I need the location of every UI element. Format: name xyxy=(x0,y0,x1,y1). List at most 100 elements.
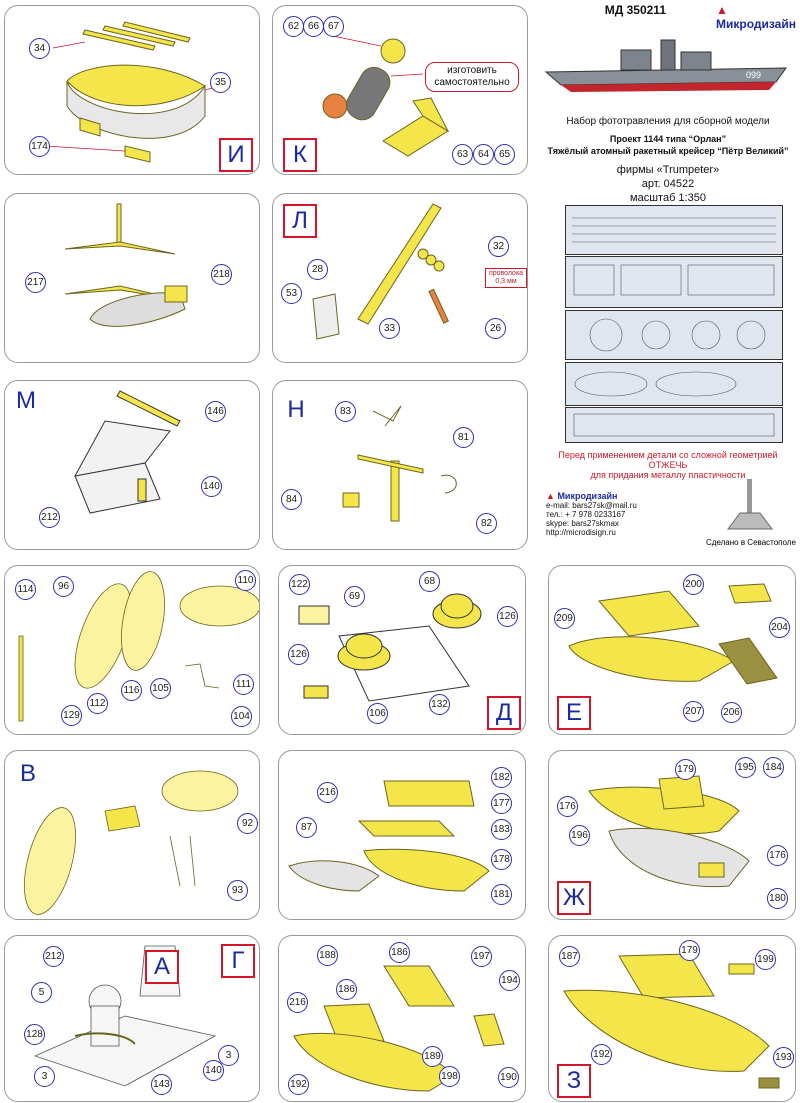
part-number: 206 xyxy=(721,702,742,723)
part-number: 81 xyxy=(453,427,474,448)
part-number: 93 xyxy=(227,880,248,901)
monument-icon xyxy=(727,479,773,530)
part-number: 68 xyxy=(419,571,440,592)
part-number: 84 xyxy=(281,489,302,510)
part-number: 33 xyxy=(379,318,400,339)
panel-zh: 179 195 184 176 196 176 180 Ж xyxy=(548,750,796,920)
part-number: 62 xyxy=(283,16,304,37)
section-letter: И xyxy=(219,138,253,172)
part-number: 216 xyxy=(317,782,338,803)
part-number: 195 xyxy=(735,757,756,778)
part-number: 196 xyxy=(569,825,590,846)
part-number: 197 xyxy=(471,946,492,967)
warning-line-1: Перед применением детали со сложной геом… xyxy=(558,450,778,460)
part-number: 3 xyxy=(34,1066,55,1087)
info-line-3: Тяжёлый атомный ракетный крейсер “Пётр В… xyxy=(547,146,789,156)
article: арт. 04522 xyxy=(641,178,695,190)
section-letter: Г xyxy=(221,944,255,978)
section-letter: М xyxy=(11,386,41,416)
part-number: 184 xyxy=(763,757,784,778)
section-letter: Л xyxy=(283,204,317,238)
part-number: 192 xyxy=(288,1074,309,1095)
etch-sheet-3 xyxy=(565,310,783,360)
part-number: 104 xyxy=(231,706,252,727)
lifeboat-illustration xyxy=(44,21,221,163)
panel-radar: 114 96 110 116 105 111 112 129 104 xyxy=(4,565,260,735)
made-in-label: Сделано в Севастополе xyxy=(706,538,796,547)
part-number: 180 xyxy=(767,888,788,909)
part-number: 132 xyxy=(429,694,450,715)
part-number: 87 xyxy=(296,817,317,838)
section-letter: Е xyxy=(557,696,591,730)
part-number: 178 xyxy=(491,849,512,870)
part-number: 67 xyxy=(323,16,344,37)
part-number: 66 xyxy=(303,16,324,37)
part-number: 216 xyxy=(287,992,308,1013)
part-number: 218 xyxy=(211,264,232,285)
panel-l: Л 28 32 53 33 26 проволока 0,3 мм xyxy=(272,193,528,363)
contacts-block: ▲ Микродизайн e-mail: bars27sk@mail.ru т… xyxy=(546,491,637,538)
part-number: 65 xyxy=(494,144,515,165)
brand-logo-icon: ▲ xyxy=(546,491,555,501)
contact-url[interactable]: http://microdisign.ru xyxy=(546,528,616,537)
part-number: 3 xyxy=(218,1045,239,1066)
part-number: 212 xyxy=(39,507,60,528)
panel-helicopter: 217 218 xyxy=(4,193,260,363)
part-number: 64 xyxy=(473,144,494,165)
contact-email[interactable]: e-mail: bars27sk@mail.ru xyxy=(546,501,637,510)
boat-final-illustration xyxy=(563,953,780,1089)
mast-illustration xyxy=(342,405,457,522)
make-yourself-note: изготовить самостоятельно xyxy=(425,62,519,92)
panel-i: 34 35 174 И xyxy=(4,5,260,175)
panel-k: 62 66 67 изготовить самостоятельно 63 64… xyxy=(272,5,528,175)
section-letter: Н xyxy=(281,395,311,425)
part-number: 182 xyxy=(491,767,512,788)
ship-illustration: 099 xyxy=(544,39,787,92)
part-number: 176 xyxy=(767,845,788,866)
part-number: 179 xyxy=(679,940,700,961)
info-line-2: Проект 1144 типа “Орлан” xyxy=(609,134,727,144)
part-number: 83 xyxy=(335,401,356,422)
part-number: 207 xyxy=(683,701,704,722)
part-number: 146 xyxy=(205,401,226,422)
etch-sheet-5 xyxy=(565,407,783,443)
part-number: 32 xyxy=(488,236,509,257)
part-number: 112 xyxy=(87,693,108,714)
crane-illustration xyxy=(312,203,449,340)
part-number: 200 xyxy=(683,574,704,595)
part-number: 5 xyxy=(31,982,52,1003)
section-letter: З xyxy=(557,1064,591,1098)
part-number: 26 xyxy=(485,318,506,339)
part-number: 110 xyxy=(235,570,256,591)
firm: фирмы «Trumpeter» xyxy=(616,164,720,176)
panel-v: В 92 93 xyxy=(4,750,260,920)
ship-number: 099 xyxy=(746,70,761,80)
deck-illustration xyxy=(568,583,778,685)
wire-note: проволока 0,3 мм xyxy=(485,268,527,288)
part-number: 212 xyxy=(43,946,64,967)
part-number: 82 xyxy=(476,513,497,534)
boat-illustration xyxy=(288,780,490,892)
part-number: 193 xyxy=(773,1047,794,1068)
helicopter-illustration xyxy=(64,203,188,327)
info-line-1: Набор фототравления для сборной модели xyxy=(566,116,770,127)
part-number: 106 xyxy=(367,703,388,724)
cabin-boat-illustration xyxy=(293,965,505,1092)
panel-z: 187 179 199 192 193 З xyxy=(548,935,796,1102)
panel-boat: 182 216 177 87 183 178 181 xyxy=(278,750,526,920)
boat-assembly-illustration xyxy=(588,775,750,888)
part-number: 122 xyxy=(289,574,310,595)
part-number: 69 xyxy=(344,586,365,607)
etch-sheet-2 xyxy=(565,256,783,308)
panel-boat2: 188 186 197 186 194 216 189 192 198 190 xyxy=(278,935,526,1102)
part-number: 198 xyxy=(439,1066,460,1087)
part-number: 176 xyxy=(557,796,578,817)
part-number: 189 xyxy=(422,1046,443,1067)
cabin-illustration xyxy=(74,390,181,514)
part-number: 92 xyxy=(237,813,258,834)
radar-antenna-illustration xyxy=(18,571,259,722)
part-number: 177 xyxy=(491,793,512,814)
panel-d: 122 69 68 126 126 106 132 Д xyxy=(278,565,526,735)
panel-e: 200 209 204 207 206 Е xyxy=(548,565,796,735)
part-number: 96 xyxy=(53,576,74,597)
